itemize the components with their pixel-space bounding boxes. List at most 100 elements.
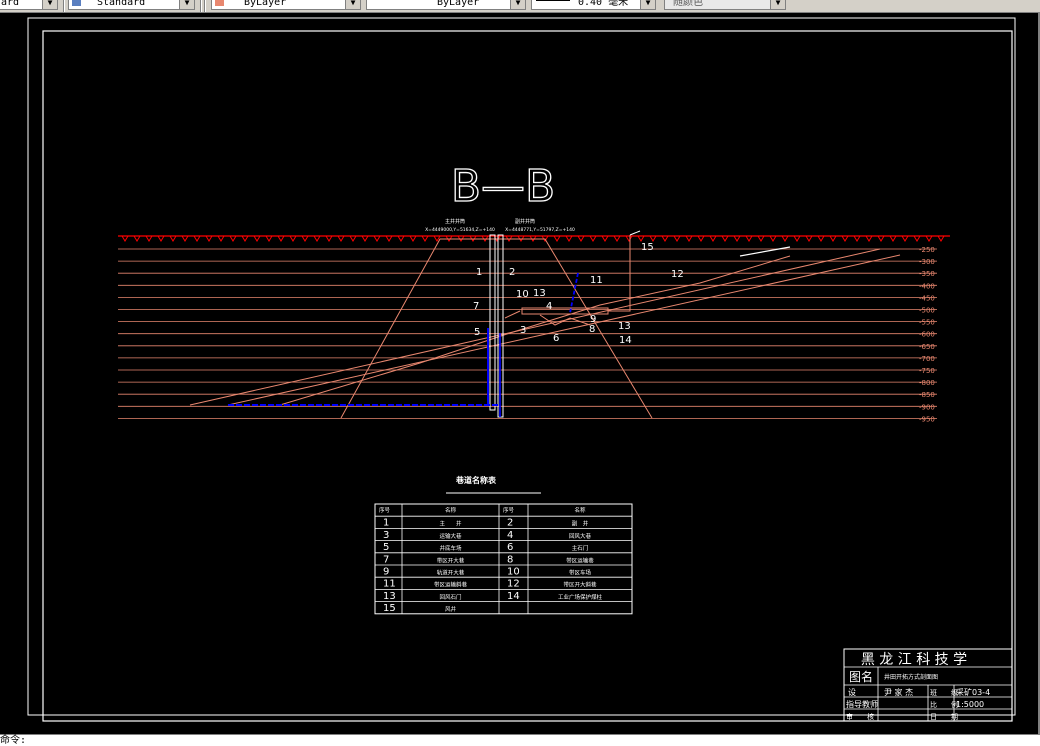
- plot-style-combo[interactable]: 随颜色 ▼: [664, 0, 786, 10]
- legend-name: 回风石门: [439, 593, 461, 601]
- callout-number: 9: [590, 314, 596, 325]
- legend-name: 带区运输巷: [566, 556, 594, 564]
- legend-name: 带区车场: [569, 569, 592, 577]
- callout-number: 12: [671, 269, 684, 280]
- callout-number: 3: [520, 325, 526, 336]
- legend-number: 9: [383, 567, 389, 578]
- main-shaft: [489, 234, 496, 411]
- surface-hatch-tick: [373, 235, 381, 242]
- surface-hatch-tick: [589, 235, 597, 242]
- callout-number: 14: [619, 335, 632, 346]
- legend-name: 带区开大巷: [437, 556, 465, 564]
- surface-hatch-tick: [757, 235, 765, 242]
- surface-hatch-tick: [505, 235, 513, 242]
- titleblock-school: 黑 龙 江 科 技 学: [861, 652, 967, 668]
- surface-hatch-tick: [889, 235, 897, 242]
- surface-hatch-tick: [205, 235, 213, 242]
- legend-name: 主石门: [572, 544, 589, 552]
- surface-hatch-tick: [853, 235, 861, 242]
- surface-hatch-tick: [913, 235, 921, 242]
- linetype-value: ByLayer: [437, 0, 480, 8]
- titleblock-design-label: 设: [848, 687, 856, 697]
- command-line[interactable]: 命令:: [0, 734, 1040, 746]
- depth-label: -500: [919, 307, 935, 315]
- chevron-down-icon[interactable]: ▼: [345, 0, 360, 9]
- text-style-combo[interactable]: ard ▼: [0, 0, 58, 10]
- surface-hatch-tick: [229, 235, 237, 242]
- surface-hatch-tick: [445, 235, 453, 242]
- legend-header: 序号: [379, 506, 391, 514]
- depth-label: -550: [919, 319, 935, 327]
- connector-a: [504, 310, 521, 319]
- titleblock-class-label: 班 级: [930, 688, 958, 697]
- callout-number: 5: [474, 327, 480, 338]
- color-combo[interactable]: ByLayer ▼: [211, 0, 361, 10]
- aux-shaft-coords: X=4448771,Y=51797,Z=+140: [505, 227, 575, 233]
- titleblock-class-value: 采矿03-4: [956, 687, 990, 697]
- surface-hatch-tick: [241, 235, 249, 242]
- titleblock-designer: 尹 家 杰: [884, 687, 913, 697]
- surface-hatch-tick: [565, 235, 573, 242]
- legend-number: 15: [383, 603, 396, 614]
- fault-mark: [739, 246, 791, 257]
- main-shaft-label: 主井井筒: [445, 218, 465, 225]
- legend-number: 8: [507, 554, 513, 565]
- properties-toolbar: ard ▼ Standard ▼ ByLayer ▼ ByLayer ▼ 0.4…: [0, 0, 1040, 13]
- surface-hatch-tick: [253, 235, 261, 242]
- outer-frame: [27, 17, 1016, 716]
- surface-hatch-tick: [637, 235, 645, 242]
- vertical-scrollbar[interactable]: [1038, 13, 1040, 734]
- surface-hatch-tick: [349, 235, 357, 242]
- surface-hatch-tick: [901, 235, 909, 242]
- titleblock-scale-value: 1:5000: [956, 700, 984, 709]
- drawing-canvas[interactable]: B—B -250-300-350-400-450-500-550-600-650…: [0, 13, 1040, 734]
- callout-number: 2: [509, 267, 515, 278]
- surface-hatch-tick: [421, 235, 429, 242]
- drawing-svg: B—B -250-300-350-400-450-500-550-600-650…: [27, 17, 1016, 722]
- surface-hatch-tick: [709, 235, 717, 242]
- toolbar-separator: [63, 0, 65, 12]
- chevron-down-icon[interactable]: ▼: [770, 0, 785, 9]
- legend-name: 带区开大斜巷: [563, 581, 597, 589]
- surface-hatch-tick: [541, 235, 549, 242]
- surface-hatch-tick: [409, 235, 417, 242]
- surface-hatch-tick: [613, 235, 621, 242]
- legend-number: 12: [507, 579, 520, 590]
- surface-hatch-tick: [697, 235, 705, 242]
- surface-hatch-tick: [721, 235, 729, 242]
- depth-label: -400: [919, 282, 935, 290]
- chevron-down-icon[interactable]: ▼: [42, 0, 57, 9]
- surface-hatch-tick: [817, 235, 825, 242]
- surface-hatch-tick: [649, 235, 657, 242]
- surface-hatch-tick: [361, 235, 369, 242]
- surface-hatch-tick: [793, 235, 801, 242]
- legend-number: 3: [383, 530, 389, 541]
- chevron-down-icon[interactable]: ▼: [510, 0, 525, 9]
- surface-hatch-tick: [661, 235, 669, 242]
- surface-hatch-tick: [529, 235, 537, 242]
- coal-seam-upper: [189, 248, 881, 406]
- strata-lines: [118, 248, 937, 419]
- surface-hatch-tick: [937, 235, 945, 242]
- ground-surface-hatch: [121, 235, 945, 242]
- chevron-down-icon[interactable]: ▼: [179, 0, 194, 9]
- callout-number: 11: [590, 275, 603, 286]
- vent-shaft-collar: [629, 230, 641, 236]
- lineweight-combo[interactable]: 0.40 毫米 ▼: [531, 0, 656, 10]
- surface-hatch-tick: [157, 235, 165, 242]
- surface-hatch-tick: [781, 235, 789, 242]
- surface-hatch-tick: [385, 235, 393, 242]
- surface-hatch-tick: [841, 235, 849, 242]
- legend-name: 回风大巷: [569, 532, 592, 540]
- depth-label: -250: [919, 246, 935, 254]
- dim-style-combo[interactable]: Standard ▼: [68, 0, 195, 10]
- legend-name: 风井: [445, 605, 457, 613]
- legend-name: 井底车场: [439, 544, 462, 552]
- legend-name: 运输大巷: [439, 532, 462, 540]
- depth-label: -950: [919, 415, 935, 423]
- linetype-combo[interactable]: ByLayer ▼: [366, 0, 526, 10]
- connector-b: [539, 314, 591, 326]
- chevron-down-icon[interactable]: ▼: [640, 0, 655, 9]
- legend-number: 11: [383, 579, 396, 590]
- titleblock-advisor-label: 指导教师: [846, 699, 878, 709]
